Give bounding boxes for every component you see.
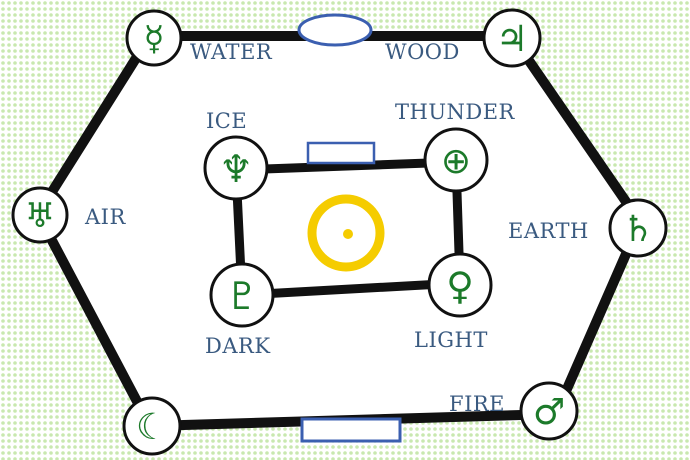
connector-moon-air [33, 209, 155, 431]
connector-air-water [33, 31, 155, 219]
saturn-icon: ♄ [622, 209, 654, 250]
label-water: WATER [190, 40, 273, 64]
mars-icon: ♂ [533, 392, 565, 433]
node-thunder: ⊕ [423, 127, 489, 193]
link-box-ice-thunder [306, 141, 376, 165]
node-wood: ♃ [482, 8, 542, 68]
connector-ice-thunder [231, 157, 461, 175]
label-ice: ICE [206, 109, 247, 133]
label-air: AIR [84, 205, 126, 229]
node-dark: ♇ [209, 262, 275, 328]
earth-icon: ⊕ [441, 141, 471, 182]
label-thunder: THUNDER [395, 100, 516, 124]
jupiter-icon: ♃ [496, 19, 528, 60]
connector-wood-earth [507, 31, 645, 227]
node-air: ♅ [11, 186, 69, 244]
mercury-icon: ☿ [144, 19, 165, 59]
node-earth: ♄ [608, 198, 668, 258]
label-earth: EARTH [508, 219, 589, 243]
label-fire: FIRE [449, 392, 505, 416]
hexagon-fill [38, 36, 640, 426]
node-ice: ♆ [203, 135, 269, 201]
uranus-icon: ♅ [25, 196, 55, 236]
venus-icon: ♀ [446, 264, 474, 308]
moon-icon: ☾ [136, 407, 168, 448]
node-fire: ♂ [519, 381, 579, 441]
label-wood: WOOD [385, 40, 460, 64]
neptune-icon: ♆ [219, 147, 253, 191]
label-dark: DARK [205, 334, 271, 358]
sun-icon [307, 194, 385, 272]
link-oval-water-wood [297, 13, 373, 47]
node-light: ♀ [427, 252, 493, 318]
node-moon: ☾ [122, 396, 182, 456]
pluto-icon: ♇ [225, 274, 259, 318]
connector-light-dark [237, 278, 465, 300]
label-light: LIGHT [414, 328, 488, 352]
node-water: ☿ [125, 9, 183, 67]
link-box-fire-moon [300, 417, 402, 443]
